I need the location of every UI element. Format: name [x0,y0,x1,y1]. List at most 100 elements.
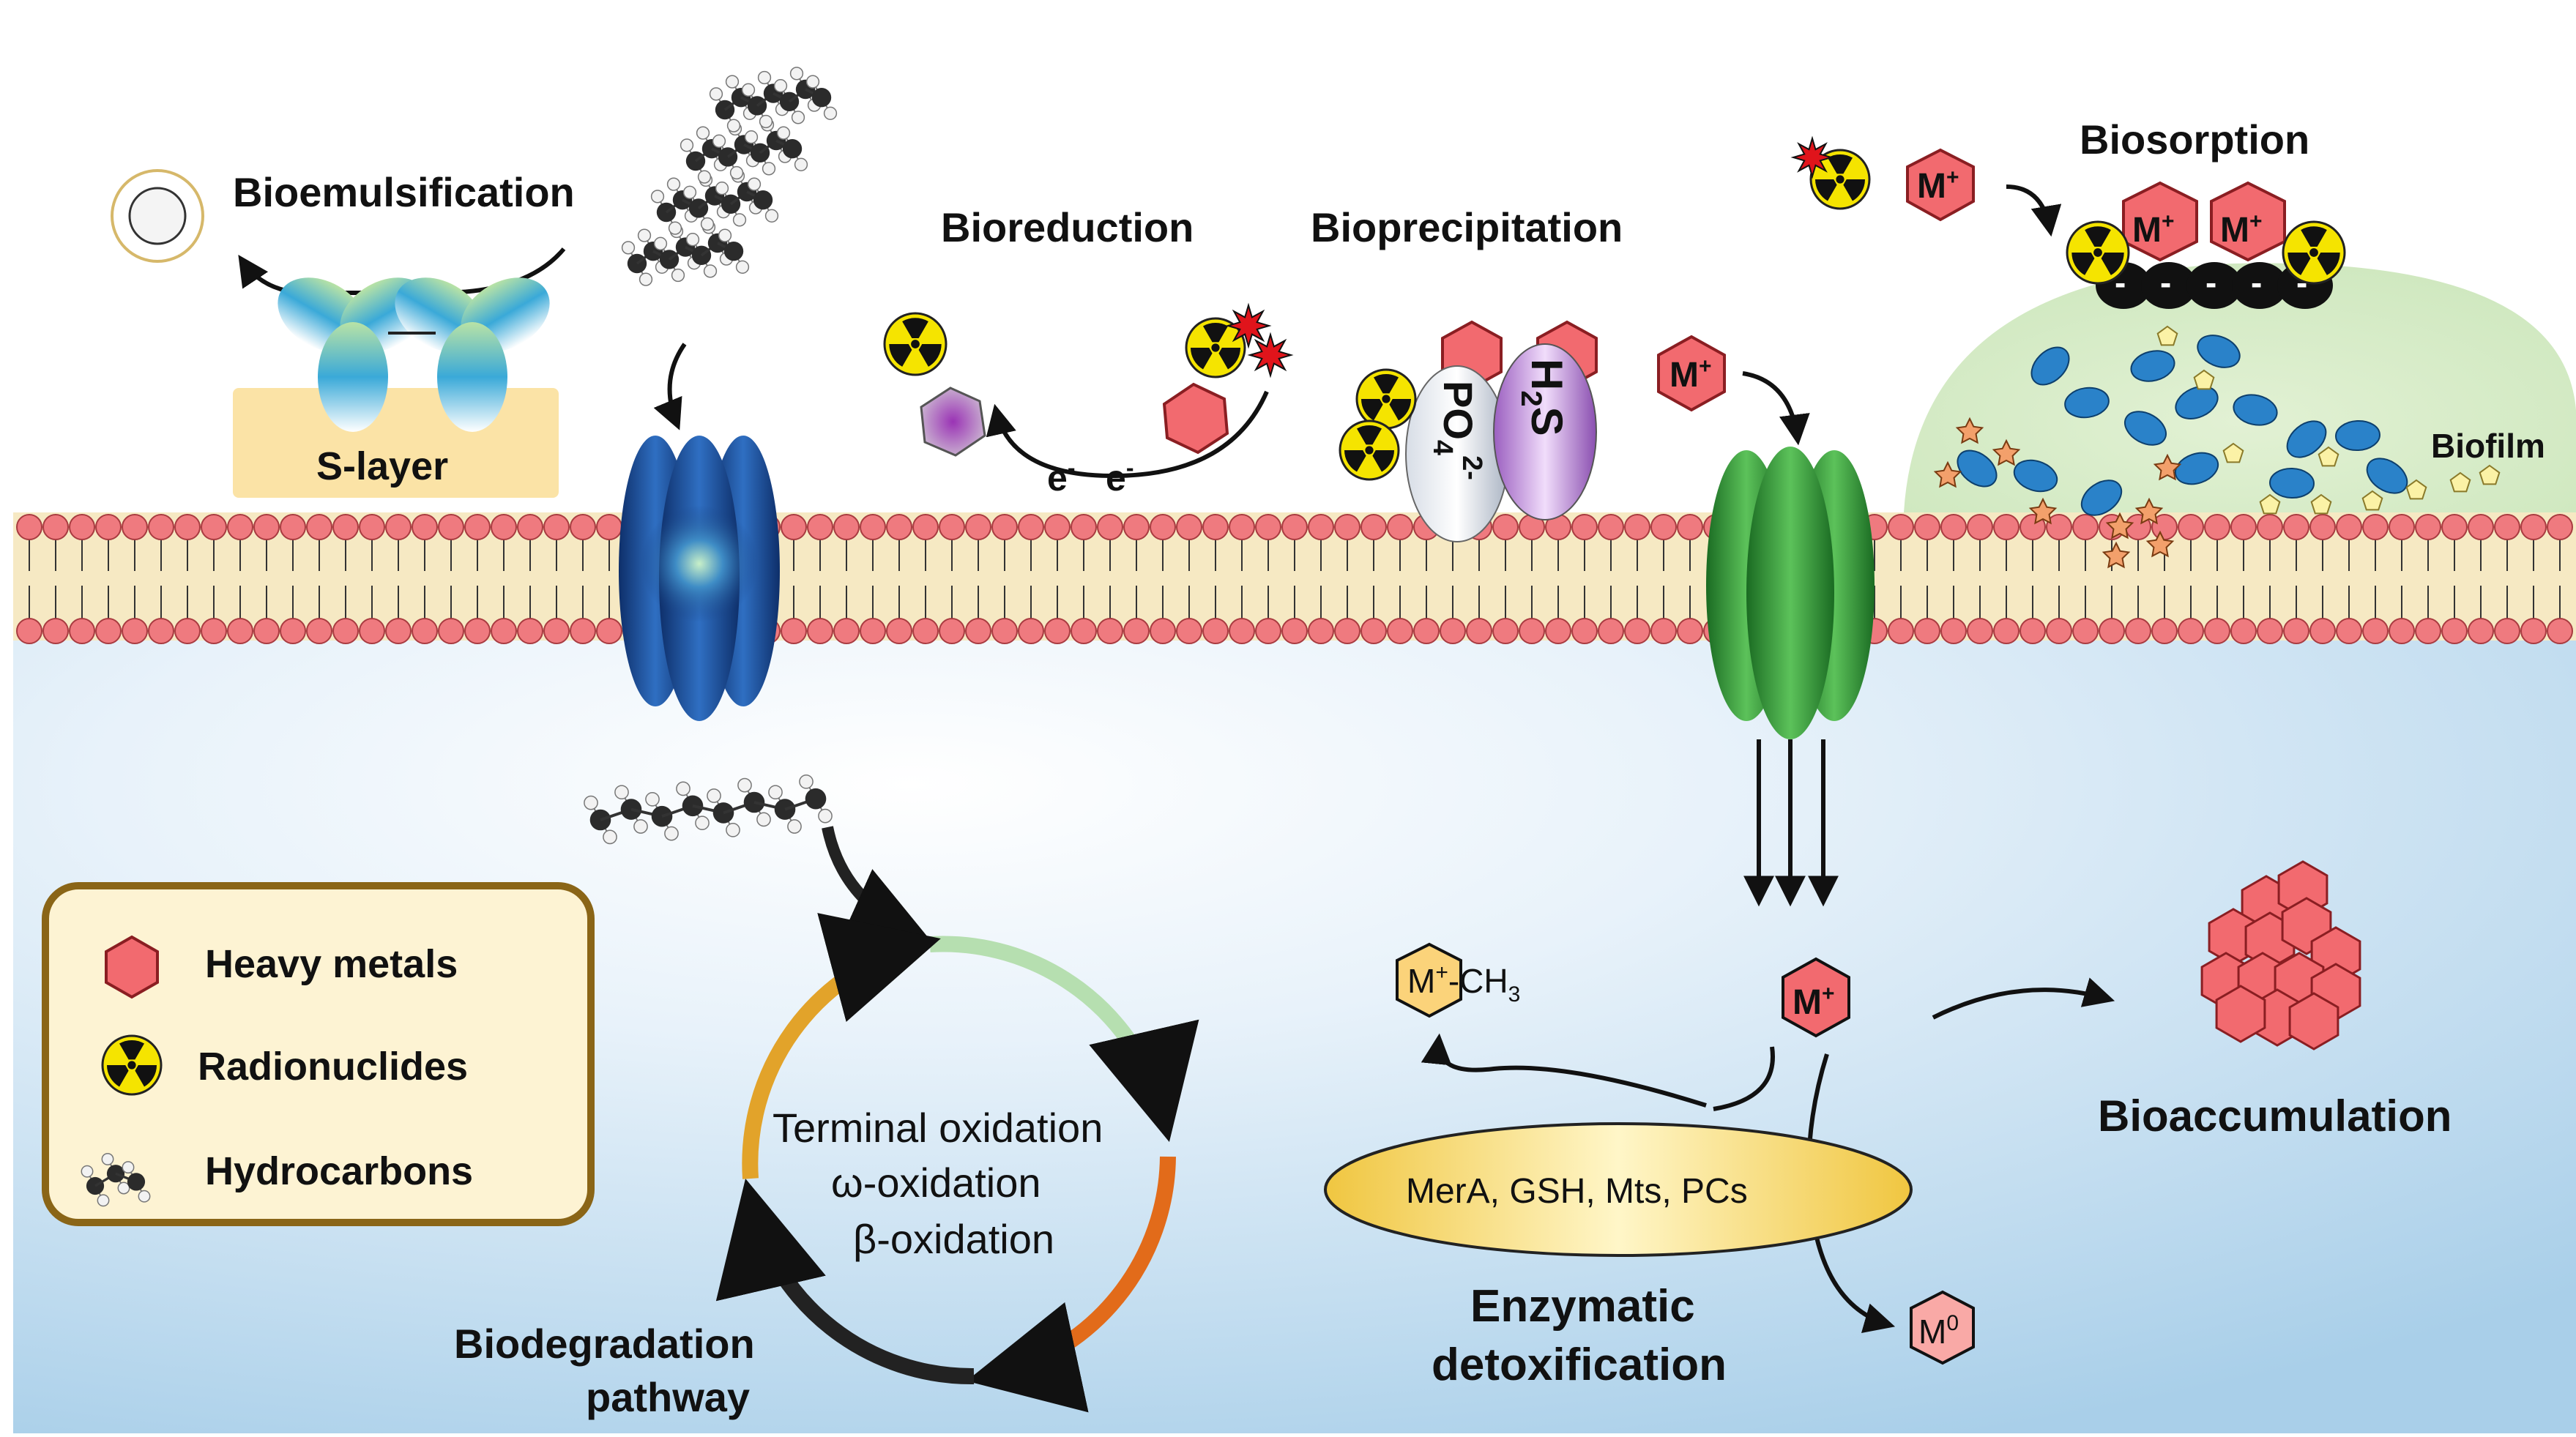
polysaccharide-unit [2193,369,2215,390]
bioaccumulation-arrow [1932,977,2115,1020]
hydrocarbon-transporter [619,436,780,721]
radiation-icon [101,1034,163,1096]
biofilm-matrix [1933,325,2501,569]
biosorption-group: Biosorption M+ M+ M+ ----- Biofilm [1790,116,2545,569]
polysaccharide-unit [2361,490,2383,511]
metal-ion-label: M+ [2220,209,2263,250]
metal-uptake-arrow [1742,371,1810,446]
cell-membrane [13,512,2576,644]
molecule-icon [621,220,750,286]
s-layer-protein [278,277,550,432]
biosorption-label: Biosorption [2080,116,2309,163]
molecule-icon [680,118,808,184]
detoxification-label: detoxification [1432,1340,1727,1390]
molecule-icon [81,1152,151,1207]
biofilm-label: Biofilm [2431,427,2545,465]
heavy-metal-hexagon [1162,382,1229,455]
bacterial-cell [2233,394,2278,426]
polysaccharide-unit [2449,471,2471,493]
hydrocarbon-molecule-internal [584,774,833,845]
methyl-metal-label: M+-CH3 [1407,960,1520,1007]
eps-particle [1933,460,1962,488]
bioemulsification-label: Bioemulsification [233,169,575,215]
bioaccumulation-group: Bioaccumulation [1932,860,2452,1141]
legend-label: Radionuclides [198,1045,468,1089]
radiation-icon [101,1034,163,1096]
eps-particle [1992,438,2021,466]
enzymatic-label: Enzymatic [1470,1281,1695,1332]
electron-label-2: e- [1106,455,1133,499]
metal-ion-hexagon [2122,181,2198,262]
radiation-icon [1185,317,1246,378]
bacterial-cell [2030,346,2070,386]
cycle-arrow-green [929,936,1199,1143]
radiation-icon [1809,149,1871,210]
spark-icon [1790,135,1834,179]
enzyme-ellipse [1324,1122,1913,1257]
bioaccumulation-label: Bioaccumulation [2098,1091,2452,1141]
radiation-icon [2282,220,2346,285]
bioemulsification-group: Bioemulsification S-layer [111,169,575,488]
polysaccharide-unit [2405,479,2427,500]
bioprecipitation-group: Bioprecipitation PO42- H2S [1311,204,1623,542]
elemental-metal-hexagon [1910,1290,1975,1365]
radiation-icon [1339,419,1400,481]
metal-ion-label: M+ [1669,354,1712,395]
legend-label: Heavy metals [205,942,458,986]
polysaccharide-unit [2156,325,2178,346]
phosphate-label: PO42- [1427,381,1487,480]
polysaccharide-unit [2318,446,2339,467]
metal-ion-label: M+ [1793,982,1835,1022]
accumulated-metal-cluster [2200,860,2361,1050]
reduced-metal-hexagon [920,387,986,457]
metal-ion-label: M+ [2132,209,2175,250]
metal-ion-hexagon [1906,148,1975,222]
bacterial-cell [2174,452,2219,485]
eps-particle [2102,541,2131,569]
bacterial-cell [2197,335,2241,368]
metal-ion-hexagon [1657,335,1726,412]
radionuclide-icon [883,302,1294,378]
negative-charge-label: - [2205,264,2216,302]
bacterial-cell [2175,386,2219,419]
eps-particle [2105,512,2134,540]
metal-ion-label: M+ [1917,165,1959,206]
bacterial-cell [2286,420,2327,458]
radionuclide-icon [1339,368,1417,481]
legend-item-hydrocarbons: Hydrocarbons [81,1149,473,1207]
molecule-icon [81,1152,151,1207]
negative-charge-label: - [2160,264,2171,302]
bacterial-cell [2064,387,2110,419]
bacterial-cell [2080,479,2123,516]
central-curve [1713,1046,1775,1111]
sulfide-oval [1493,343,1597,520]
molecule-icon [584,774,833,845]
polysaccharide-unit [2259,493,2281,515]
bacterial-cell [1957,449,1998,488]
eps-particle [2028,497,2058,525]
legend-item-radionuclides: Radionuclides [101,1034,468,1096]
legend-box [42,882,595,1226]
micelle-icon [111,169,204,263]
biodegradation-label: Biodegradation [454,1321,755,1367]
metal-transporter [1746,447,1834,739]
eps-particle [1955,417,1984,444]
cycle-text-beta: β-oxidation [853,1216,1054,1262]
elemental-metal-label: M0 [1918,1311,1959,1351]
bioreduction-label: Bioreduction [941,204,1194,250]
cycle-text-omega: ω-oxidation [831,1160,1041,1206]
legend [42,882,595,1226]
metal-ion-hexagon [1782,957,1850,1038]
spark-icon [1247,332,1294,378]
pathway-label: pathway [586,1374,750,1420]
cycle-text-terminal: Terminal oxidation [773,1105,1103,1151]
bacterial-cell [2335,419,2380,452]
cycle-arrow-gold [742,913,941,1179]
electron-label-1: e- [1047,455,1075,499]
heavy-metal-hexagon [2288,992,2339,1050]
bacterial-cell [2013,459,2058,493]
methyl-metal-hexagon [1396,942,1462,1018]
enzymes-label: MerA, GSH, Mts, PCs [1406,1172,1748,1211]
